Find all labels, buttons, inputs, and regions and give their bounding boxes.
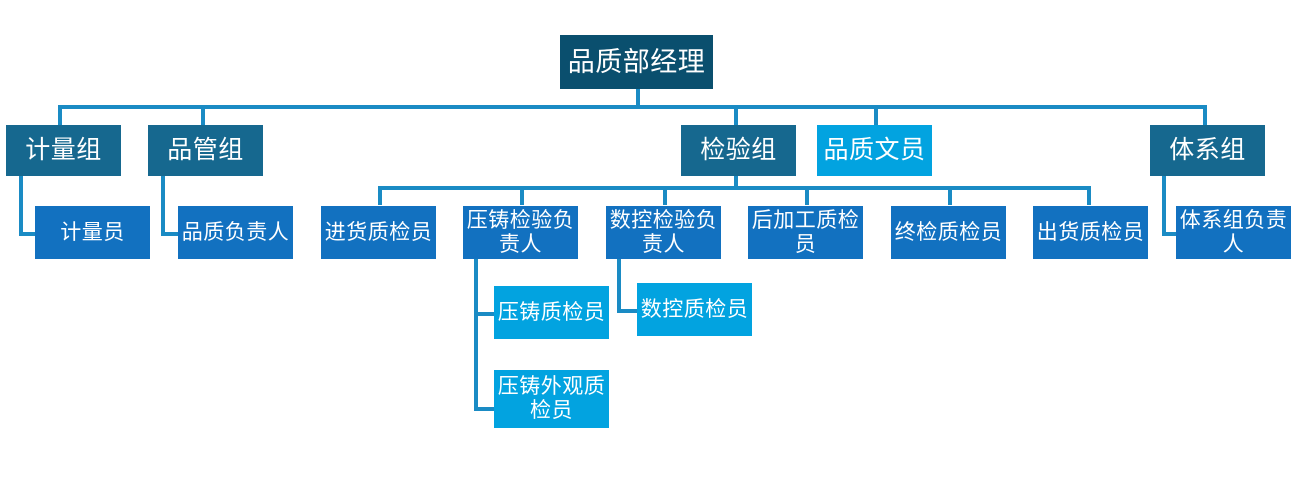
node-outgoing-inspector[interactable]: 出货质检员 — [1033, 206, 1148, 259]
connector-drop-pzwy — [874, 105, 878, 127]
node-diecast-inspection-supervisor[interactable]: 压铸检验负责人 — [463, 206, 578, 259]
node-label: 数控质检员 — [640, 296, 749, 321]
node-label: 体系组负责人 — [1179, 207, 1288, 256]
connector-txz-elbow — [1162, 232, 1184, 236]
node-label: 计量员 — [60, 219, 125, 244]
node-label: 体系组 — [1169, 136, 1246, 164]
connector-drop-jyz — [734, 105, 738, 127]
connector-root-stem — [636, 88, 640, 109]
connector-inspection-bus — [378, 186, 1091, 190]
node-quality-supervisor[interactable]: 品质负责人 — [178, 206, 293, 259]
connector-jlz-vert — [19, 176, 23, 236]
connector-yzwg-elbow — [474, 407, 496, 411]
connector-skjy-vert — [617, 259, 621, 313]
node-final-inspector[interactable]: 终检质检员 — [891, 206, 1006, 259]
connector-skzj-elbow — [617, 309, 639, 313]
connector-jyz-stem — [734, 176, 738, 189]
node-metrology-officer[interactable]: 计量员 — [35, 206, 150, 259]
connector-jlz-elbow — [19, 232, 41, 236]
node-diecast-appearance-inspector[interactable]: 压铸外观质检员 — [494, 370, 609, 428]
node-cnc-inspection-supervisor[interactable]: 数控检验负责人 — [606, 206, 721, 259]
connector-drop-txz — [1203, 105, 1207, 127]
node-label: 进货质检员 — [324, 219, 433, 244]
node-quality-control-group[interactable]: 品管组 — [148, 125, 263, 176]
node-label: 压铸质检员 — [497, 299, 606, 324]
connector-drop-jlz — [58, 105, 62, 127]
node-cnc-inspector[interactable]: 数控质检员 — [637, 283, 752, 336]
node-metrology-group[interactable]: 计量组 — [6, 125, 121, 176]
node-label: 品管组 — [167, 136, 244, 164]
connector-drop-chzj — [1087, 186, 1091, 205]
connector-pgz-elbow — [161, 232, 183, 236]
connector-txz-vert — [1162, 176, 1166, 236]
node-label: 品质文员 — [823, 136, 926, 164]
node-label: 品质负责人 — [181, 219, 290, 244]
node-label: 出货质检员 — [1036, 219, 1145, 244]
connector-drop-zjzj — [948, 186, 952, 205]
connector-yzzj-elbow — [474, 312, 496, 316]
node-label: 压铸检验负责人 — [466, 207, 575, 256]
node-inspection-group[interactable]: 检验组 — [681, 125, 796, 176]
node-quality-clerk[interactable]: 品质文员 — [817, 125, 932, 176]
node-label: 压铸外观质检员 — [497, 374, 606, 422]
node-label: 后加工质检员 — [751, 207, 860, 256]
node-label: 品质部经理 — [567, 46, 706, 77]
connector-drop-hjgz — [805, 186, 809, 205]
connector-drop-jhzj — [378, 186, 382, 205]
node-label: 计量组 — [25, 136, 102, 164]
node-label: 数控检验负责人 — [609, 207, 718, 256]
connector-drop-yzjy — [520, 186, 524, 205]
node-root-quality-manager[interactable]: 品质部经理 — [560, 35, 713, 89]
node-diecast-inspector[interactable]: 压铸质检员 — [494, 286, 609, 339]
connector-main-bus — [58, 105, 1207, 109]
node-system-group-supervisor[interactable]: 体系组负责人 — [1176, 206, 1291, 259]
connector-drop-pgz — [201, 105, 205, 127]
node-label: 终检质检员 — [894, 219, 1003, 244]
connector-pgz-vert — [161, 176, 165, 236]
node-system-group[interactable]: 体系组 — [1150, 125, 1265, 176]
node-incoming-inspector[interactable]: 进货质检员 — [321, 206, 436, 259]
connector-yzjy-vert — [474, 259, 478, 411]
node-label: 检验组 — [700, 136, 777, 164]
node-post-processing-inspector[interactable]: 后加工质检员 — [748, 206, 863, 259]
connector-drop-skjy — [663, 186, 667, 205]
